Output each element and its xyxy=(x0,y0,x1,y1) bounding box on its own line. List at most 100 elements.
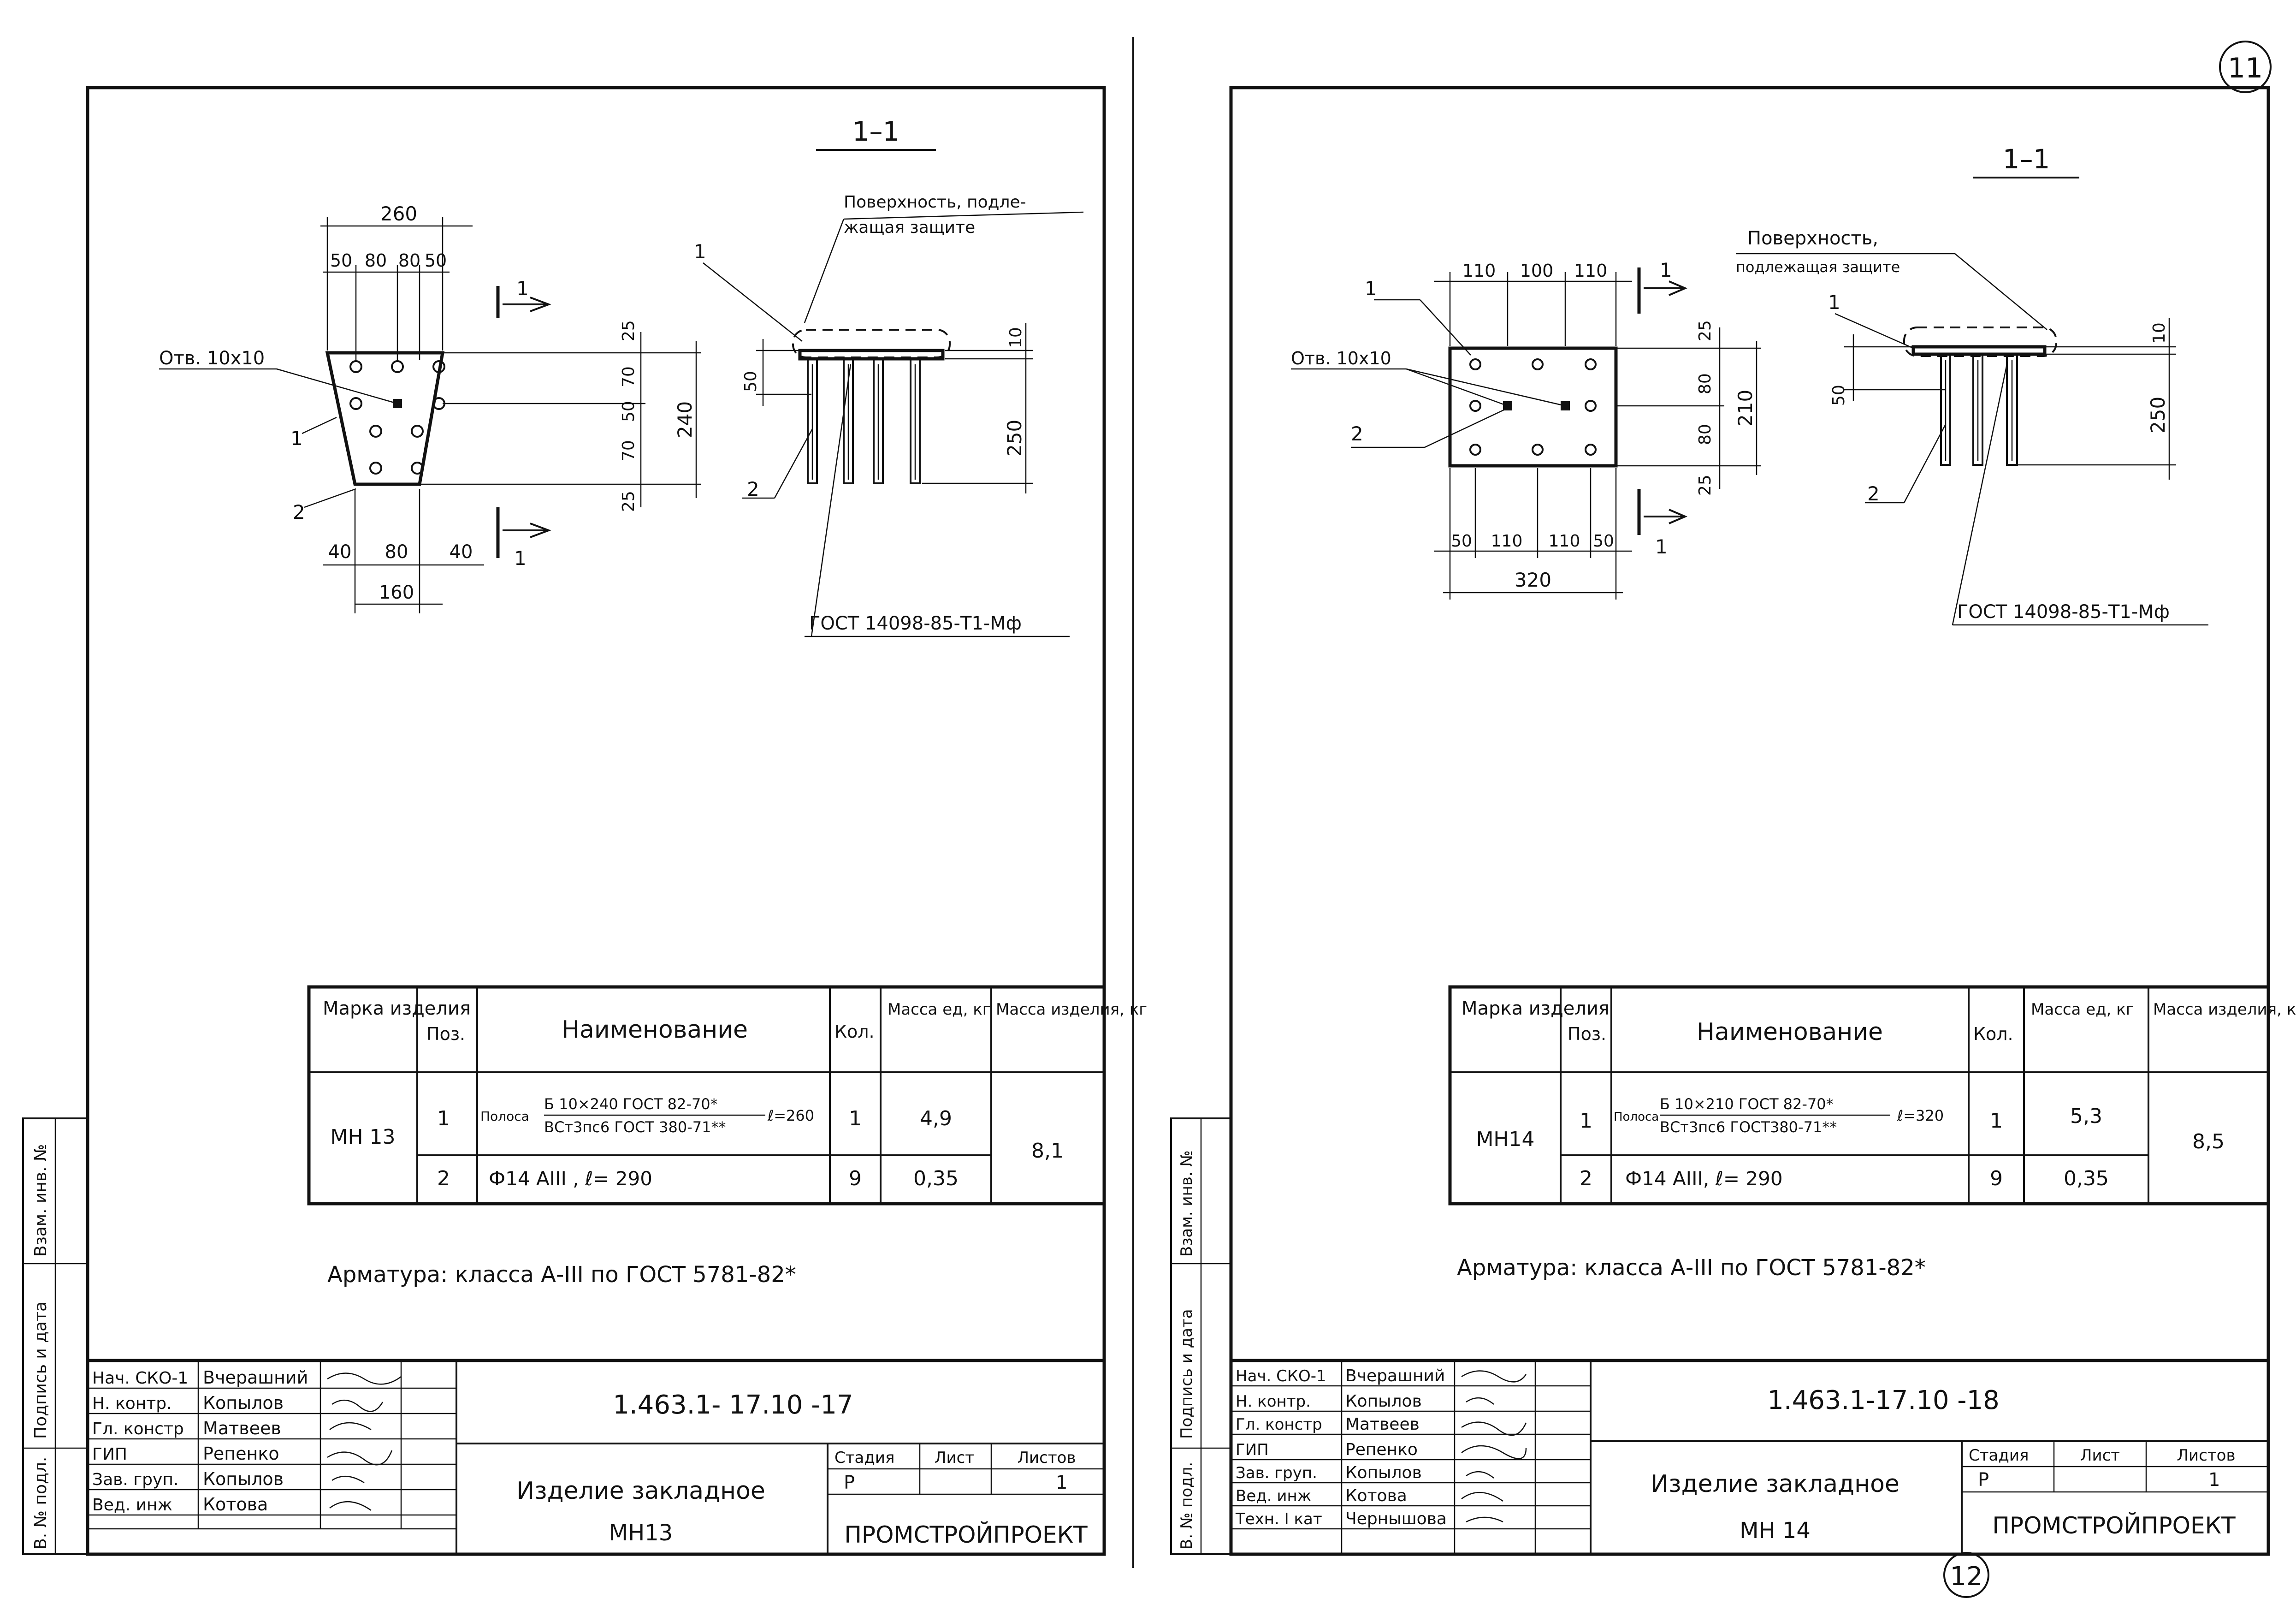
svg-text:ВСт3пс6 ГОСТ 380-71**: ВСт3пс6 ГОСТ 380-71** xyxy=(544,1118,726,1136)
dim-bottom-part: 40 xyxy=(450,541,473,563)
dim-right-part: 70 xyxy=(619,366,638,387)
stage-value: Р xyxy=(1978,1469,1989,1491)
cut-mark-bottom: 1 xyxy=(1655,535,1668,558)
pos-2-label: 2 xyxy=(293,501,305,523)
dim-bottom-part: 80 xyxy=(385,541,408,563)
drawing-title-1: Изделие закладное xyxy=(1651,1470,1900,1498)
svg-text:5,3: 5,3 xyxy=(2070,1105,2102,1128)
header-unit-mass: Масса ед, кг xyxy=(2031,1000,2134,1019)
stamp-role: Гл. констр xyxy=(1236,1415,1322,1434)
hole-grid xyxy=(349,360,445,475)
header-qty: Кол. xyxy=(834,1022,875,1042)
drawing-title-1: Изделие закладное xyxy=(516,1477,765,1505)
sheets-header: Листов xyxy=(1017,1449,1076,1467)
svg-text:9: 9 xyxy=(1990,1167,2003,1190)
sheet-drawing-mn14: В. № подл. Подпись и дата Взам. инв. № 1… xyxy=(1170,86,2296,1556)
sheet-frame xyxy=(86,86,1106,1556)
stamp-name: Копылов xyxy=(1345,1392,1422,1411)
reinforcement-note: Арматура: класса А-III по ГОСТ 5781-82* xyxy=(327,1262,796,1288)
header-unit-mass: Масса ед, кг xyxy=(888,1000,991,1019)
plate-section xyxy=(1911,345,2047,356)
stamp-name: Котова xyxy=(1345,1486,1407,1505)
page-number-bottom: 12 xyxy=(1950,1562,1982,1592)
stamp-role: Зав. груп. xyxy=(92,1470,178,1489)
stamp-role: Техн. I кат xyxy=(1235,1510,1322,1528)
stamp-name: Матвеев xyxy=(203,1418,281,1438)
svg-text:2: 2 xyxy=(437,1167,450,1190)
drawing-title-2: МН13 xyxy=(609,1520,673,1546)
sheet-drawing-mn13: В. № подл. Подпись и дата Взам. инв. № 2… xyxy=(22,86,1147,1556)
plate-section xyxy=(798,349,945,361)
table-total-mass: 8,1 xyxy=(1031,1139,1064,1163)
header-total-mass: Масса изделия, кг xyxy=(996,1000,1147,1019)
header-name: Наименование xyxy=(562,1016,748,1044)
stamp-role: ГИП xyxy=(1236,1441,1269,1459)
dim-right-part: 70 xyxy=(619,440,638,461)
side-stamp-sign: Подпись и дата xyxy=(31,1301,50,1439)
sheets-count: 1 xyxy=(2208,1469,2220,1491)
dim-right-part: 25 xyxy=(619,491,638,512)
dim-right-part: 80 xyxy=(1696,373,1715,394)
drawing-title-2: МН 14 xyxy=(1740,1518,1811,1544)
surface-note-2: жащая защите xyxy=(844,218,975,237)
header-mark: Марка изделия xyxy=(1462,998,1610,1019)
pos-1-label: 1 xyxy=(290,427,303,450)
sheet-frame xyxy=(1229,86,2270,1556)
dim-right-part: 80 xyxy=(1696,424,1715,445)
section-title: 1–1 xyxy=(852,116,900,147)
stage-header: Стадия xyxy=(834,1449,894,1467)
svg-text:Полоса: Полоса xyxy=(480,1109,529,1124)
svg-text:Полоса: Полоса xyxy=(1614,1110,1659,1124)
stamp-role: Н. контр. xyxy=(1236,1392,1311,1411)
stamp-name: Чернышова xyxy=(1345,1509,1447,1528)
side-stamp-replace: Взам. инв. № xyxy=(31,1144,50,1257)
table-total-mass: 8,5 xyxy=(2192,1130,2225,1153)
table-row: 1 Полоса Б 10×240 ГОСТ 82-70* ВСт3пс6 ГО… xyxy=(437,1095,952,1136)
stamp-role: ГИП xyxy=(92,1445,127,1464)
stamp-name: Котова xyxy=(203,1494,268,1515)
header-pos: Поз. xyxy=(426,1024,465,1044)
table-mark: МН14 xyxy=(1476,1128,1534,1151)
svg-text:0,35: 0,35 xyxy=(913,1167,959,1190)
stamp-name: Копылов xyxy=(203,1469,284,1489)
side-stamp-sign: Подпись и дата xyxy=(1178,1309,1196,1439)
pos-1-label: 1 xyxy=(1365,277,1377,300)
dim-top-part: 50 xyxy=(330,250,352,271)
title-block: Нач. СКО-1 Н. контр. Гл. констр ГИП Зав.… xyxy=(1229,1359,2270,1556)
pos-2-label-section: 2 xyxy=(747,478,759,500)
dim-bottom-part: 50 xyxy=(1451,532,1472,551)
dim-right-total: 210 xyxy=(1734,390,1757,427)
stage-value: Р xyxy=(844,1472,855,1493)
spec-table: Марка изделия Поз. Наименование Кол. Мас… xyxy=(307,985,1147,1206)
stamp-role: Вед. инж xyxy=(1236,1487,1311,1505)
svg-text:1: 1 xyxy=(1580,1109,1592,1133)
sheets-header: Листов xyxy=(2177,1446,2235,1465)
svg-text:Б 10×240 ГОСТ 82-70*: Б 10×240 ГОСТ 82-70* xyxy=(544,1095,718,1113)
svg-text:9: 9 xyxy=(849,1167,862,1190)
pos-2-label-section: 2 xyxy=(1867,482,1880,505)
signature-scribbles xyxy=(1461,1370,1527,1523)
svg-text:0,35: 0,35 xyxy=(2064,1167,2109,1190)
cut-mark-bottom: 1 xyxy=(514,547,527,570)
cut-mark-top: 1 xyxy=(1660,259,1672,281)
dim-bottom-total: 320 xyxy=(1515,569,1551,591)
page-number-top: 11 xyxy=(2228,52,2263,84)
stamp-role: Гл. констр xyxy=(92,1420,184,1438)
protected-surface-outline xyxy=(1903,327,2057,357)
stage-header: Стадия xyxy=(1969,1446,2029,1465)
svg-text:ℓ=260: ℓ=260 xyxy=(767,1107,814,1124)
pos-2-label: 2 xyxy=(1351,422,1363,445)
page-number-top-circle xyxy=(2219,41,2272,93)
dim-right-part: 25 xyxy=(619,320,638,341)
dim-side-offset: 50 xyxy=(1829,385,1848,406)
dim-top-part: 110 xyxy=(1462,261,1496,281)
svg-text:Ф14 АIII, ℓ= 290: Ф14 АIII, ℓ= 290 xyxy=(1625,1167,1783,1190)
header-total-mass: Масса изделия, кг xyxy=(2153,1000,2296,1019)
surface-note-1: Поверхность, xyxy=(1747,228,1878,249)
svg-text:2: 2 xyxy=(1580,1167,1592,1190)
svg-text:1: 1 xyxy=(437,1107,450,1130)
hole-label: Отв. 10х10 xyxy=(159,348,265,369)
table-mark: МН 13 xyxy=(330,1125,395,1149)
svg-text:ВСт3пс6 ГОСТ380-71**: ВСт3пс6 ГОСТ380-71** xyxy=(1660,1118,1837,1136)
section-1-1-view: 1–1 Поверхность, подле- жащая защите 1 2… xyxy=(694,116,1084,637)
